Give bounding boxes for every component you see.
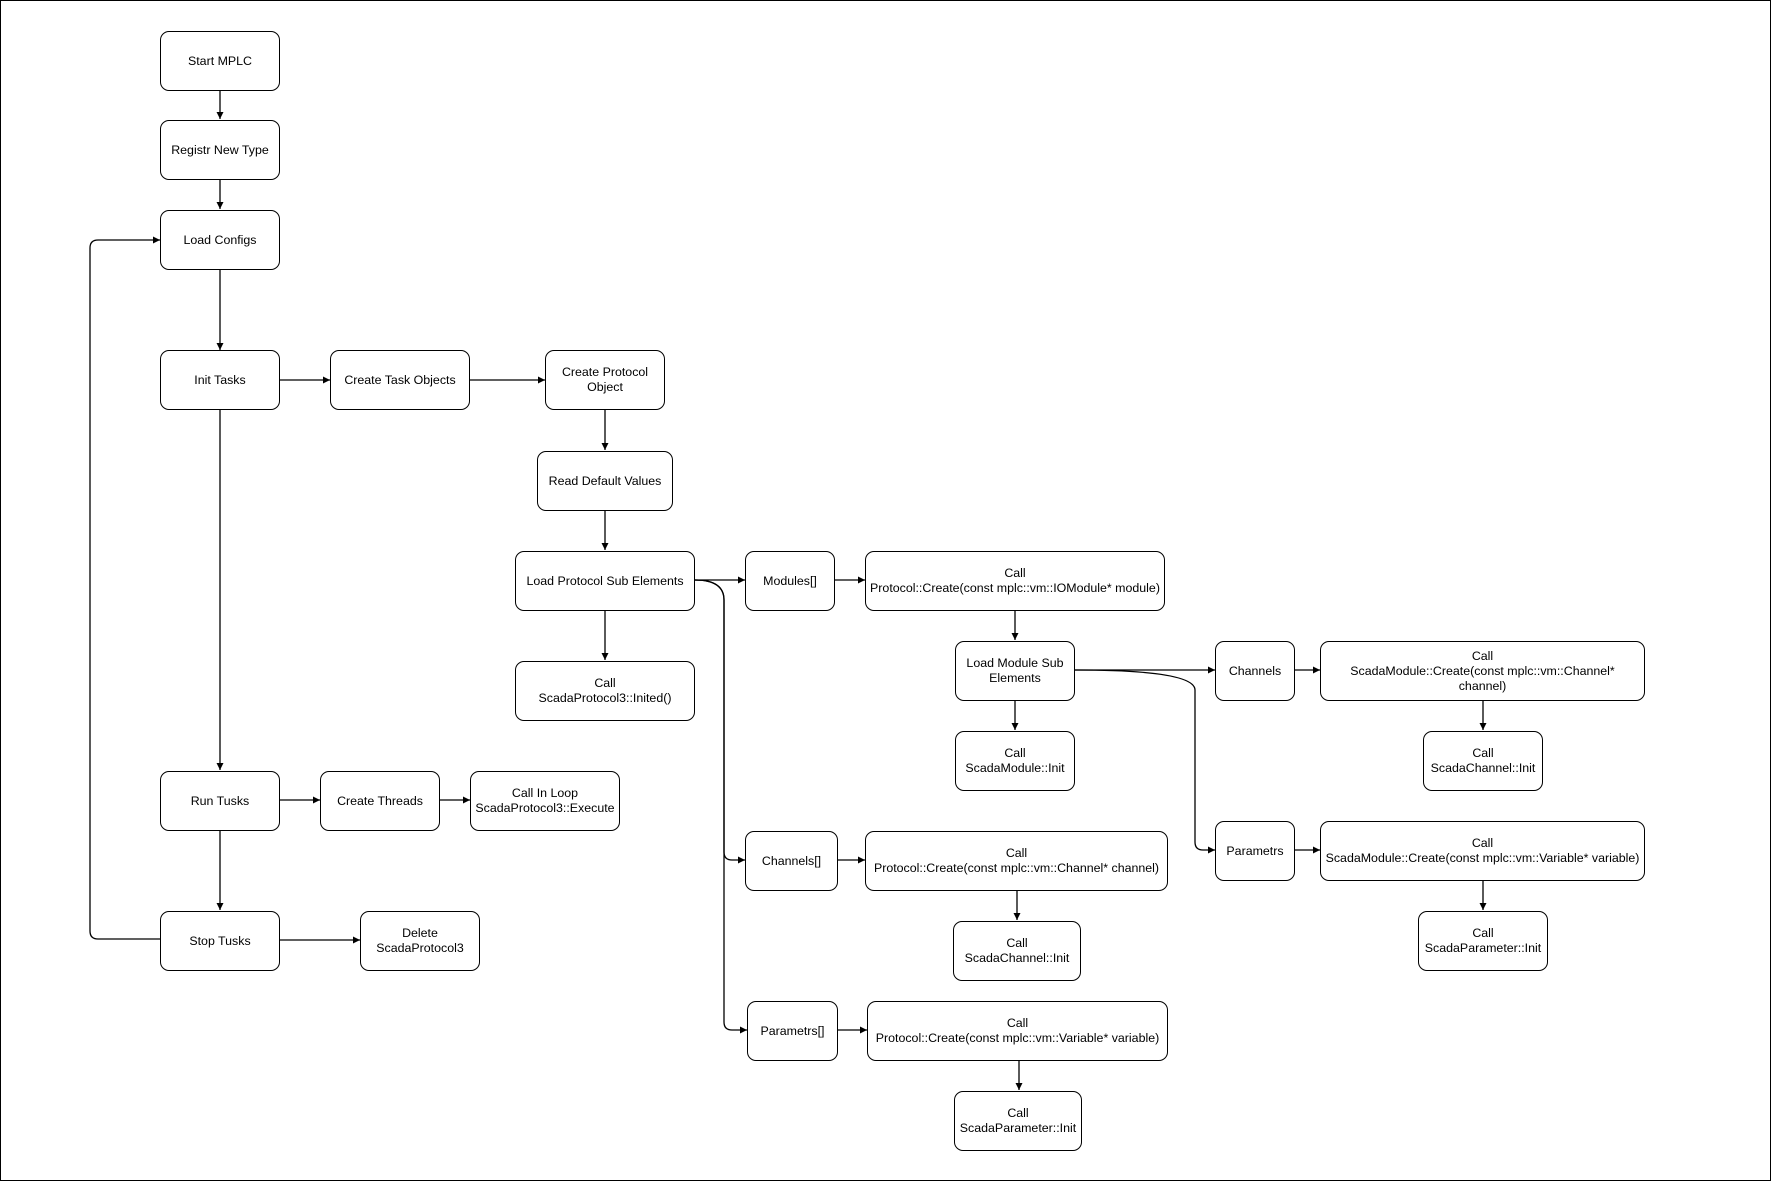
node-parametrs-array: Parametrs[] — [747, 1001, 838, 1061]
node-modules-array: Modules[] — [745, 551, 835, 611]
node-stop-tusks: Stop Tusks — [160, 911, 280, 971]
node-call-channel-init-module: Call ScadaChannel::Init — [1423, 731, 1543, 791]
edge-load-sub-to-channels-array — [694, 579, 745, 864]
node-channels: Channels — [1215, 641, 1295, 701]
node-call-create-channel: Call Protocol::Create(const mplc::vm::Ch… — [865, 831, 1168, 891]
node-call-module-init: Call ScadaModule::Init — [955, 731, 1075, 791]
node-call-create-variable: Call Protocol::Create(const mplc::vm::Va… — [867, 1001, 1168, 1061]
node-call-module-create-variable: Call ScadaModule::Create(const mplc::vm:… — [1320, 821, 1645, 881]
node-call-in-loop: Call In Loop ScadaProtocol3::Execute — [470, 771, 620, 831]
node-call-module-create-channel: Call ScadaModule::Create(const mplc::vm:… — [1320, 641, 1645, 701]
edge-loop-stop-to-load-configs — [89, 236, 160, 940]
edge-load-sub-to-parametrs-array — [694, 579, 747, 1034]
node-call-create-iomodule: Call Protocol::Create(const mplc::vm::IO… — [865, 551, 1165, 611]
node-run-tusks: Run Tusks — [160, 771, 280, 831]
node-create-protocol-object: Create Protocol Object — [545, 350, 665, 410]
node-create-task-objects: Create Task Objects — [330, 350, 470, 410]
node-load-module-sub-elements: Load Module Sub Elements — [955, 641, 1075, 701]
node-init-tasks: Init Tasks — [160, 350, 280, 410]
node-call-parameter-init: Call ScadaParameter::Init — [954, 1091, 1082, 1151]
node-delete-protocol: Delete ScadaProtocol3 — [360, 911, 480, 971]
node-call-protocol-inited: Call ScadaProtocol3::Inited() — [515, 661, 695, 721]
node-register-new-type: Registr New Type — [160, 120, 280, 180]
node-call-channel-init: Call ScadaChannel::Init — [953, 921, 1081, 981]
node-parametrs: Parametrs — [1215, 821, 1295, 881]
node-load-configs: Load Configs — [160, 210, 280, 270]
edge-load-module-sub-to-parametrs — [1074, 669, 1215, 854]
node-create-threads: Create Threads — [320, 771, 440, 831]
node-channels-array: Channels[] — [745, 831, 838, 891]
node-read-default-values: Read Default Values — [537, 451, 673, 511]
node-start-mplc: Start MPLC — [160, 31, 280, 91]
node-load-protocol-sub-elements: Load Protocol Sub Elements — [515, 551, 695, 611]
node-call-parameter-init-module: Call ScadaParameter::Init — [1418, 911, 1548, 971]
